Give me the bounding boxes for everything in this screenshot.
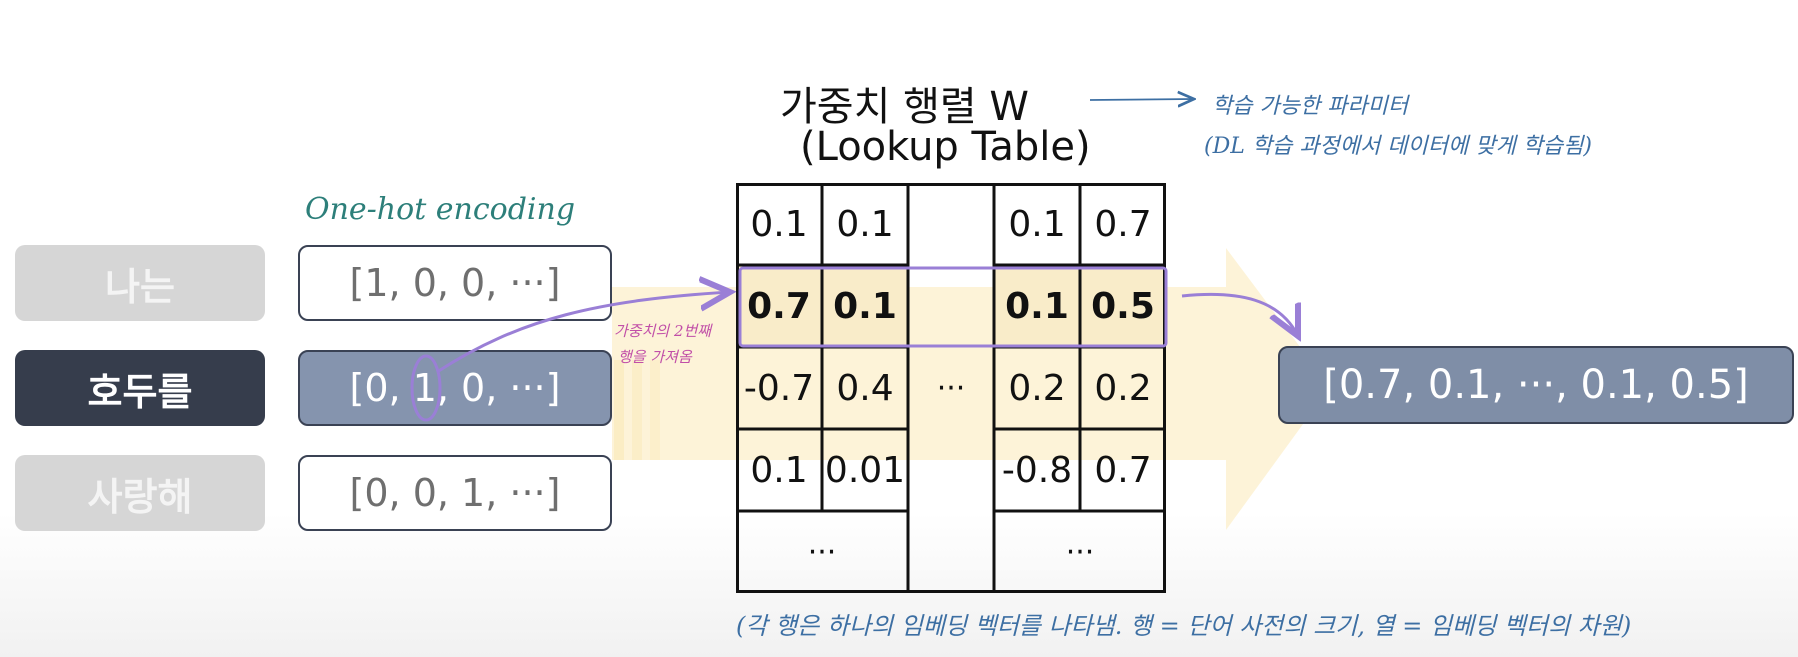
matrix-footer-note: (각 행은 하나의 임베딩 벡터를 나타냄. 행 = 단어 사전의 크기, 열 …	[736, 612, 1632, 640]
note-pointer-arrow	[1089, 99, 1194, 100]
matrix-cell: 0.7	[1094, 449, 1152, 491]
word-pill-2-active: 호두를	[15, 350, 265, 426]
pick-row-note: 가중치의 2번째	[614, 322, 712, 340]
onehot-encoding-label: One-hot encoding	[305, 192, 576, 227]
matrix-cell: 0.1	[750, 203, 808, 245]
onehot-vector-2-active: [0, 1, 0, ···]	[298, 350, 612, 426]
matrix-cell-selected: 0.5	[1080, 265, 1166, 347]
onehot-vector-1: [1, 0, 0, ···]	[298, 245, 612, 321]
matrix-cell: 0.1	[836, 203, 894, 245]
word-pill-3: 사랑해	[15, 455, 265, 531]
embedding-result-vector: [0.7, 0.1, ···, 0.1, 0.5]	[1278, 346, 1794, 424]
selected-row-outline	[738, 266, 1168, 348]
matrix-cell: 0.7	[1094, 203, 1152, 245]
output-arrow	[1181, 292, 1298, 336]
matrix-subtitle: (Lookup Table)	[800, 124, 1091, 170]
learnable-param-note: 학습 가능한 파라미터	[1212, 94, 1409, 119]
matrix-cell: 0.2	[1008, 367, 1066, 409]
matrix-row-ellipsis: ···	[1065, 534, 1095, 570]
matrix-cell: -0.7	[743, 367, 815, 409]
matrix-cell: 0.1	[1008, 203, 1066, 245]
matrix-cell: 0.2	[1094, 367, 1152, 409]
matrix-title: 가중치 행렬 W	[780, 84, 1029, 130]
matrix-cell: 0.1	[750, 449, 808, 491]
matrix-cell-selected: 0.7	[736, 265, 822, 347]
matrix-cell: 0.4	[836, 367, 894, 409]
matrix-cell: 0.01	[824, 449, 906, 491]
matrix-cell-selected: 0.1	[994, 265, 1080, 347]
learnable-param-note-detail: (DL 학습 과정에서 데이터에 맞게 학습됨)	[1204, 134, 1592, 159]
pick-row-note-detail: 행을 가져옴	[618, 348, 692, 366]
matrix-cell: -0.8	[1001, 449, 1073, 491]
matrix-cell-selected: 0.1	[822, 265, 908, 347]
lookup-arrow	[436, 292, 730, 374]
word-pill-1: 나는	[15, 245, 265, 321]
onehot-vector-3: [0, 0, 1, ···]	[298, 455, 612, 531]
matrix-column-ellipsis: ···	[936, 370, 966, 406]
selected-index-circle	[410, 354, 442, 422]
matrix-row-ellipsis: ···	[807, 534, 837, 570]
